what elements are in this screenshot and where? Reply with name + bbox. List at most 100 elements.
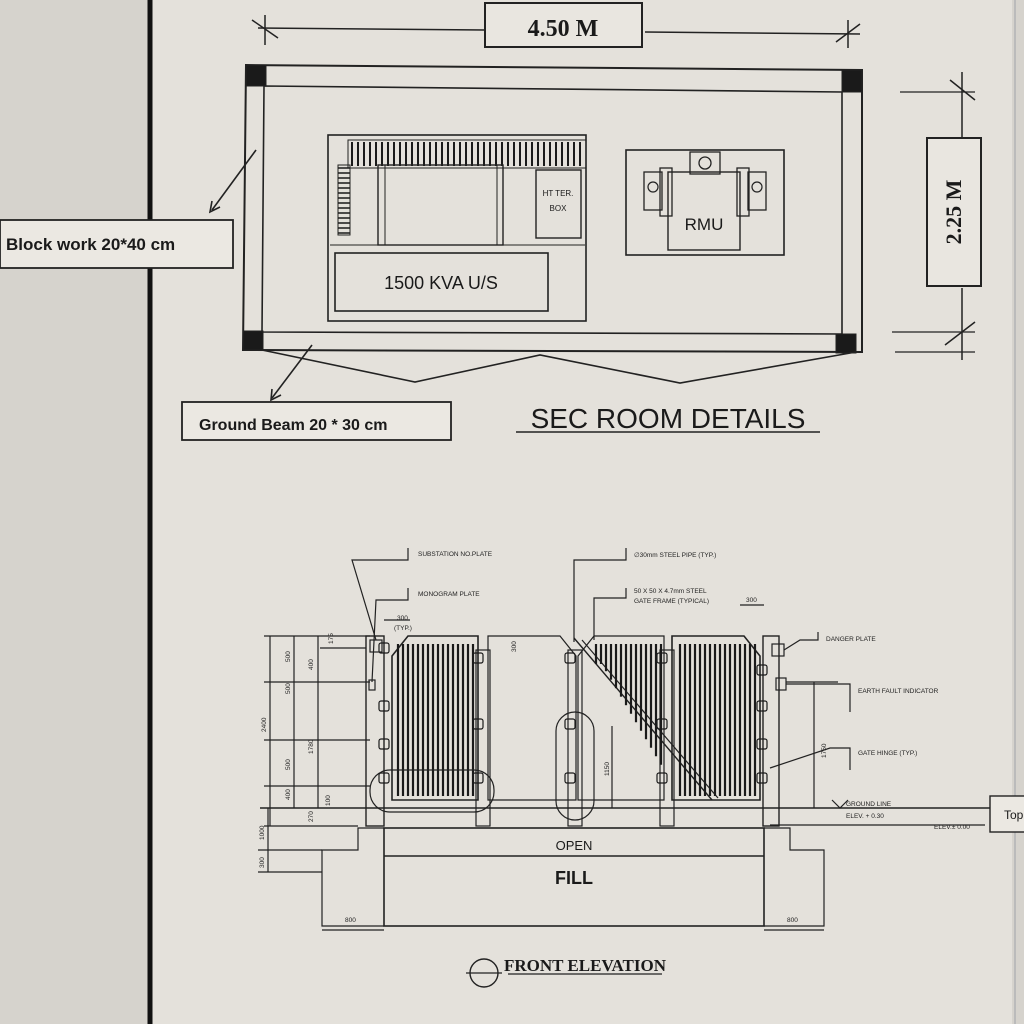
ht-box-label-1: HT TER. [543,189,574,198]
dim-300-c: 300 [511,641,518,652]
callout-steel-pipe: ∅30mm STEEL PIPE (TYP.) [634,552,716,559]
ground-line-marker [831,799,849,809]
ht-terminal-box [535,169,582,239]
rmu-outline [625,149,785,256]
hinge-loop-left [369,769,495,813]
ground-beam-arrowhead [270,388,282,402]
leader-gate-frame [593,588,627,640]
width-dim-line-right [644,31,861,35]
dim-400-b: 400 [285,789,292,800]
transformer-label: 1500 KVA U/S [384,273,498,293]
gate-hinge [564,652,576,664]
transformer-outline [327,134,587,322]
rmu-body [667,171,741,251]
plan-view [0,2,982,441]
corner-column-tr [841,69,863,93]
ground-beam-outline [261,349,857,384]
rmu-top-terminal-hole [698,156,712,170]
dim-100: 100 [325,795,332,806]
gate-hinge [378,772,390,784]
block-work-box [0,219,234,269]
front-elevation [258,548,1024,988]
dim-1000: 1000 [259,825,266,840]
rmu-left-bushing [643,171,663,211]
gate-hinge [472,718,484,730]
gate-hinge [472,772,484,784]
gate-hinge [564,718,576,730]
ht-box-label-2: BOX [550,204,568,213]
transformer-fins [351,142,581,166]
fill-label: FILL [555,868,593,888]
callout-elev-030: ELEV. + 0.30 [846,813,884,820]
callout-ground-line: GROUND LINE [846,801,892,808]
dim-500-b: 500 [285,683,292,694]
gate-hinge [756,772,768,784]
side-tab-text: Top [1004,808,1024,822]
open-label: OPEN [556,838,593,853]
gate-hinges [378,642,768,784]
hinge-loop-center [555,711,595,821]
ground-beam-box [181,401,452,441]
gate-frame-1 [391,635,479,801]
transformer-side-fins [337,164,351,236]
rmu-left-bushing-hole [647,181,659,193]
outer-wall [241,63,863,354]
callout-danger-plate: DANGER PLATE [826,636,876,643]
leader-earth-fault [786,683,851,712]
width-dim-slash-left [251,19,279,39]
dim-typ: (TYP.) [394,625,412,632]
rmu-right-bushing-hole [751,181,763,193]
footing-right [764,827,825,927]
width-dim-line-left [257,27,486,31]
dim-400-a: 400 [308,659,315,670]
post-right [762,635,780,827]
depth-dim-text: 2.25 M [941,179,966,244]
transformer-fin-band [347,139,587,169]
rmu-right-bracket [736,167,750,217]
transformer-label-box [334,252,549,312]
post-mid-left [475,649,491,827]
leader-danger [783,632,819,651]
gate-hinge [378,642,390,654]
leader-steel-pipe [573,548,627,642]
plan-title: SEC ROOM DETAILS [531,403,806,434]
gate-hinge [756,700,768,712]
block-work-label: Block work 20*40 cm [6,235,175,254]
callout-elev-000: ELEV.± 0.00 [934,824,970,831]
gate-frame-4 [671,635,761,801]
rmu-label: RMU [685,215,724,234]
post-center [567,649,583,827]
depth-dim-box [926,137,982,287]
dim-270: 270 [308,811,315,822]
ground-beam-leader [271,344,313,399]
dim-1780: 1780 [308,739,315,754]
leader-gate-hinge [769,747,851,770]
gate-frame-2 [487,635,577,801]
dim-800-a: 800 [345,917,356,924]
gate-hinge [756,738,768,750]
width-dim-box [484,2,643,48]
gate-hinge [656,718,668,730]
block-work-leader [211,149,257,211]
gate-hinge [378,738,390,750]
transformer-side-fin-lines [338,167,350,234]
fill-block [383,827,765,927]
callout-monogram-plate: MONOGRAM PLATE [418,591,480,598]
dim-1150: 1150 [604,762,611,776]
callout-earth-fault: EARTH FAULT INDICATOR [858,688,939,695]
gate-hinge [656,652,668,664]
callout-substation-plate: SUBSTATION NO.PLATE [418,551,493,558]
width-dim-slash-right [835,23,861,43]
callout-gate-frame-2: GATE FRAME (TYPICAL) [634,598,709,605]
block-work-arrowhead [208,200,221,214]
depth-dim-slash-bottom [944,321,976,346]
leader-substation [351,548,409,641]
leader-monogram [371,588,409,683]
dim-300-d: 300 [259,857,266,868]
dim-500-c: 500 [285,759,292,770]
gate-hinge [472,652,484,664]
corner-column-tl [245,64,267,87]
gate-frame-3 [577,635,665,801]
